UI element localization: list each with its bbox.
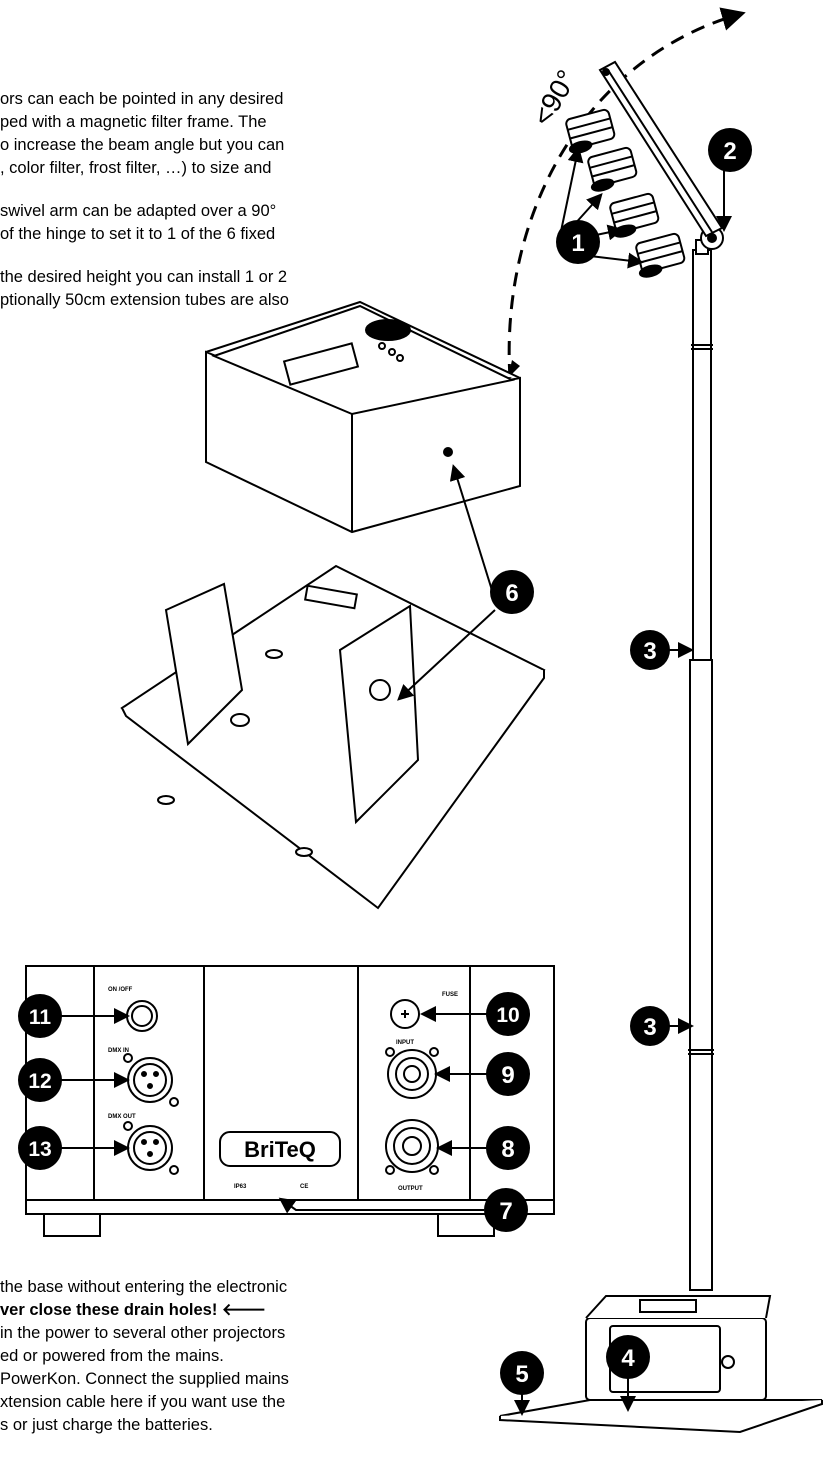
rear-panel-labels: ON /OFF DMX IN DMX OUT FUSE INPUT OUTPUT… [108, 987, 458, 1192]
callout-12: 12 [18, 1058, 62, 1102]
callout-badges: 1 2 3 3 4 5 6 7 8 9 10 11 12 13 [18, 128, 752, 1395]
svg-text:2: 2 [723, 138, 736, 165]
callout-11: 11 [18, 994, 62, 1038]
callout-5: 5 [500, 1351, 544, 1395]
callout-7: 7 [484, 1188, 528, 1232]
svg-text:6: 6 [505, 580, 518, 607]
svg-text:FUSE: FUSE [442, 992, 458, 998]
pole-stand [688, 239, 714, 1291]
svg-text:ON /OFF: ON /OFF [108, 987, 133, 993]
svg-text:1: 1 [571, 230, 584, 257]
swivel-arm [598, 60, 724, 250]
para3-line2: ptionally 50cm extension tubes are also [0, 291, 289, 309]
bottom-para2-line1: in the power to several other projectors [0, 1324, 286, 1342]
svg-text:DMX OUT: DMX OUT [108, 1114, 136, 1120]
svg-text:4: 4 [621, 1345, 635, 1372]
callout-9: 9 [486, 1052, 530, 1096]
svg-text:5: 5 [515, 1361, 528, 1388]
para1-line1: ors can each be pointed in any desired [0, 90, 284, 108]
callout-1: 1 [556, 220, 600, 264]
projector-heads [565, 108, 686, 278]
callout-4: 4 [606, 1335, 650, 1379]
callout-3a: 3 [630, 630, 670, 670]
callout-10: 10 [486, 992, 530, 1036]
rear-panel [25, 965, 555, 1237]
pole-lower [689, 659, 713, 1291]
svg-text:13: 13 [28, 1138, 51, 1161]
callout-13: 13 [18, 1126, 62, 1170]
svg-text:3: 3 [643, 638, 656, 665]
bottom-para1-line1: the base without entering the electronic [0, 1278, 288, 1296]
svg-text:11: 11 [29, 1006, 52, 1029]
para2-line2: of the hinge to set it to 1 of the 6 fix… [0, 225, 276, 243]
svg-text:3: 3 [643, 1014, 656, 1041]
para1-line4: , color filter, frost filter, …) to size… [0, 159, 272, 177]
svg-text:10: 10 [496, 1004, 519, 1027]
para1-line3: o increase the beam angle but you can [0, 136, 285, 154]
para3-line1: the desired height you can install 1 or … [0, 268, 288, 286]
svg-text:IP63: IP63 [234, 1184, 247, 1190]
para1-line2: ped with a magnetic filter frame. The [0, 113, 267, 131]
para2-line1: swivel arm can be adapted over a 90° [0, 202, 277, 220]
svg-text:12: 12 [28, 1070, 51, 1093]
bottom-para2-line2: ed or powered from the mains. [0, 1347, 224, 1365]
callout-3b: 3 [630, 1006, 670, 1046]
exploded-base-plate [120, 564, 546, 910]
svg-text:INPUT: INPUT [396, 1040, 414, 1046]
exploded-controller-box [205, 300, 521, 534]
callout-6: 6 [490, 570, 534, 614]
svg-text:DMX IN: DMX IN [108, 1048, 129, 1054]
bottom-para3-line2: xtension cable here if you want use the [0, 1393, 286, 1411]
bottom-para3-line1: PowerKon. Connect the supplied mains [0, 1370, 289, 1388]
tilt-angle-arc [507, 7, 746, 379]
pole-upper [692, 249, 712, 661]
brand-logo: BriTeQ [244, 1137, 316, 1162]
svg-text:8: 8 [501, 1136, 514, 1163]
bottom-para1-warning: ver close these drain holes! 🡐 [0, 1301, 267, 1319]
svg-text:OUTPUT: OUTPUT [398, 1186, 423, 1192]
stand-base [499, 1295, 823, 1434]
bottom-para3-line3: s or just charge the batteries. [0, 1416, 213, 1434]
callout-8: 8 [486, 1126, 530, 1170]
svg-text:9: 9 [501, 1062, 514, 1089]
svg-text:7: 7 [499, 1198, 512, 1225]
callout-2: 2 [708, 128, 752, 172]
svg-text:CE: CE [300, 1184, 308, 1190]
